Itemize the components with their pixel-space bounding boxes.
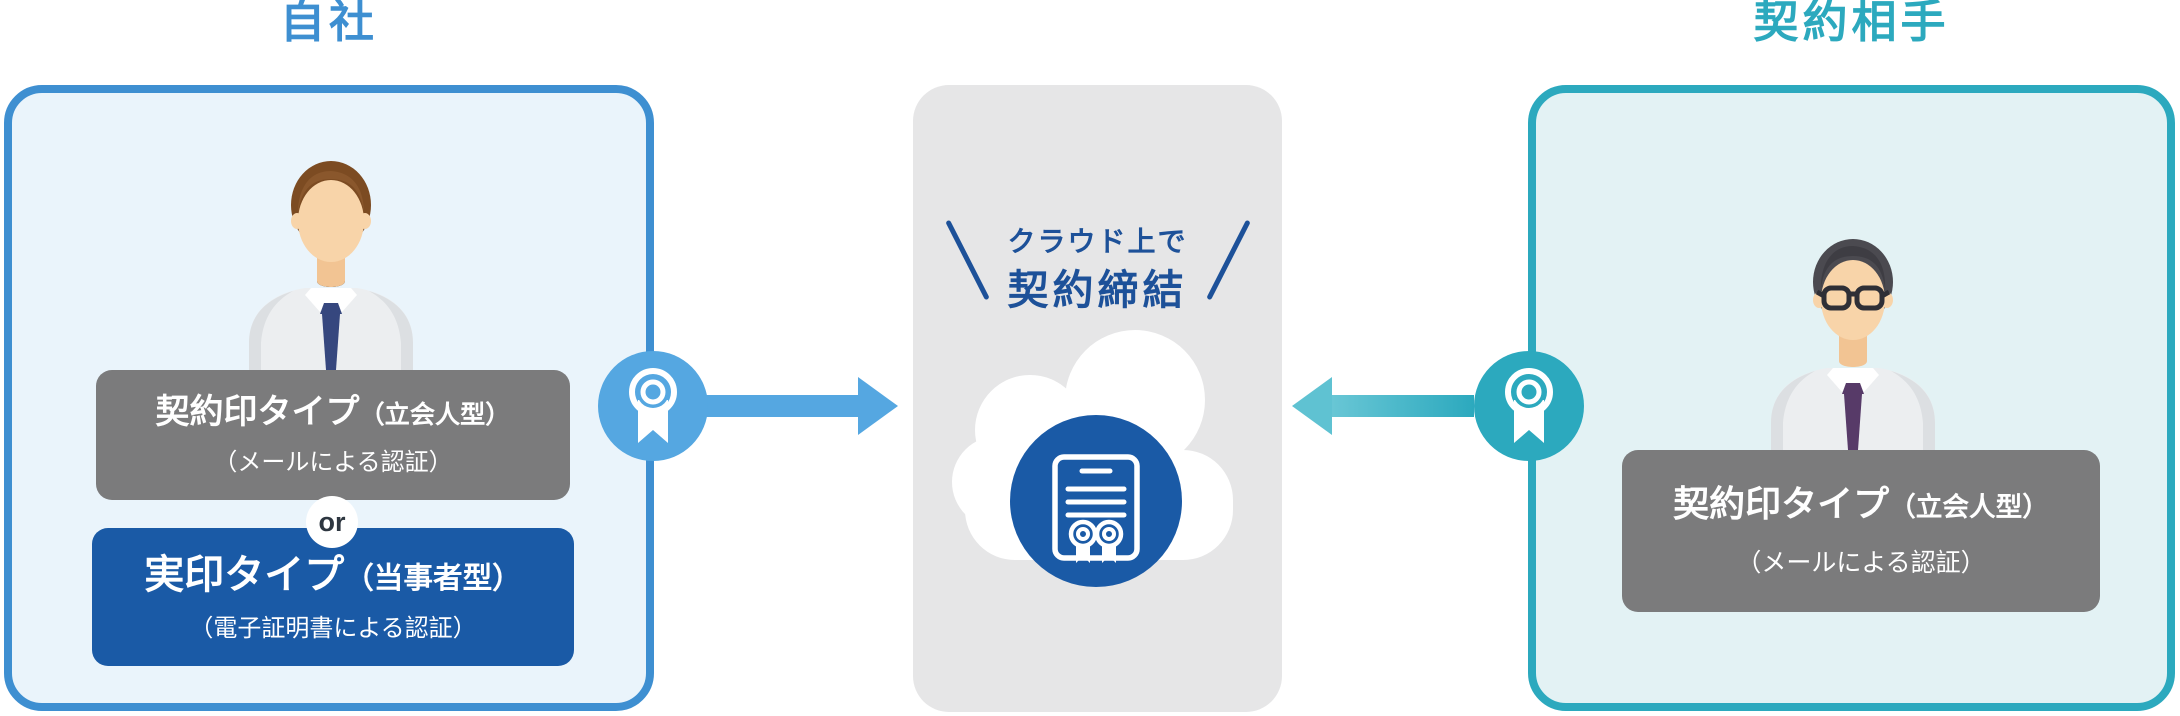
- hair-fringe: [298, 171, 364, 213]
- auth-option-card-partner: 契約印タイプ（立会人型） （メールによる認証）: [1622, 450, 2100, 612]
- auth-option-card-jitsuin: 実印タイプ（当事者型） （電子証明書による認証）: [92, 528, 574, 666]
- right-connector: [1292, 351, 1584, 461]
- arrow-right-icon: [858, 377, 898, 435]
- shirt-shade-right: [1891, 371, 1935, 450]
- tie-blade: [322, 314, 340, 370]
- face: [298, 180, 364, 262]
- tie-knot: [1842, 383, 1864, 394]
- option-title: 契約印タイプ（立会人型）: [1673, 483, 2049, 525]
- businessman-glasses-avatar: [1771, 239, 1935, 450]
- businessman-avatar: [249, 161, 413, 370]
- arrow-shaft: [1332, 395, 1474, 417]
- shirt-shade-left: [1771, 371, 1815, 450]
- cloud-caption-line2: 契約締結: [1007, 267, 1188, 313]
- face: [1821, 260, 1885, 340]
- document-seal-right: [1094, 519, 1124, 563]
- cloud-icon: [952, 330, 1233, 587]
- glasses-icon: [1815, 285, 1891, 311]
- option-subtitle: （メールによる認証）: [213, 448, 453, 476]
- arrow-shaft: [706, 395, 858, 417]
- option-subtitle: （メールによる認証）: [1736, 548, 1986, 577]
- option-subtitle: （電子証明書による認証）: [189, 614, 477, 642]
- tie-knot: [320, 303, 342, 314]
- shirt-shade-right: [369, 291, 413, 370]
- right-panel-title: 契約相手: [1753, 0, 1950, 47]
- or-badge: or: [306, 496, 358, 548]
- auth-option-card-keiyakuin: 契約印タイプ（立会人型） （メールによる認証）: [96, 370, 570, 500]
- ribbon-medal-icon: [629, 368, 677, 443]
- arrow-left-icon: [1292, 377, 1332, 435]
- option-title: 実印タイプ（当事者型）: [144, 552, 522, 597]
- hair-fringe: [1820, 246, 1886, 290]
- left-panel-title: 自社: [279, 0, 378, 47]
- ribbon-medal-icon: [1505, 368, 1553, 443]
- contract-document-icon: [1052, 454, 1140, 563]
- tie-blade: [1844, 394, 1862, 450]
- cloud-caption-line1: クラウド上で: [1007, 226, 1188, 257]
- option-title: 契約印タイプ（立会人型）: [155, 393, 511, 432]
- shirt-shade-left: [249, 291, 293, 370]
- left-connector: [598, 351, 898, 461]
